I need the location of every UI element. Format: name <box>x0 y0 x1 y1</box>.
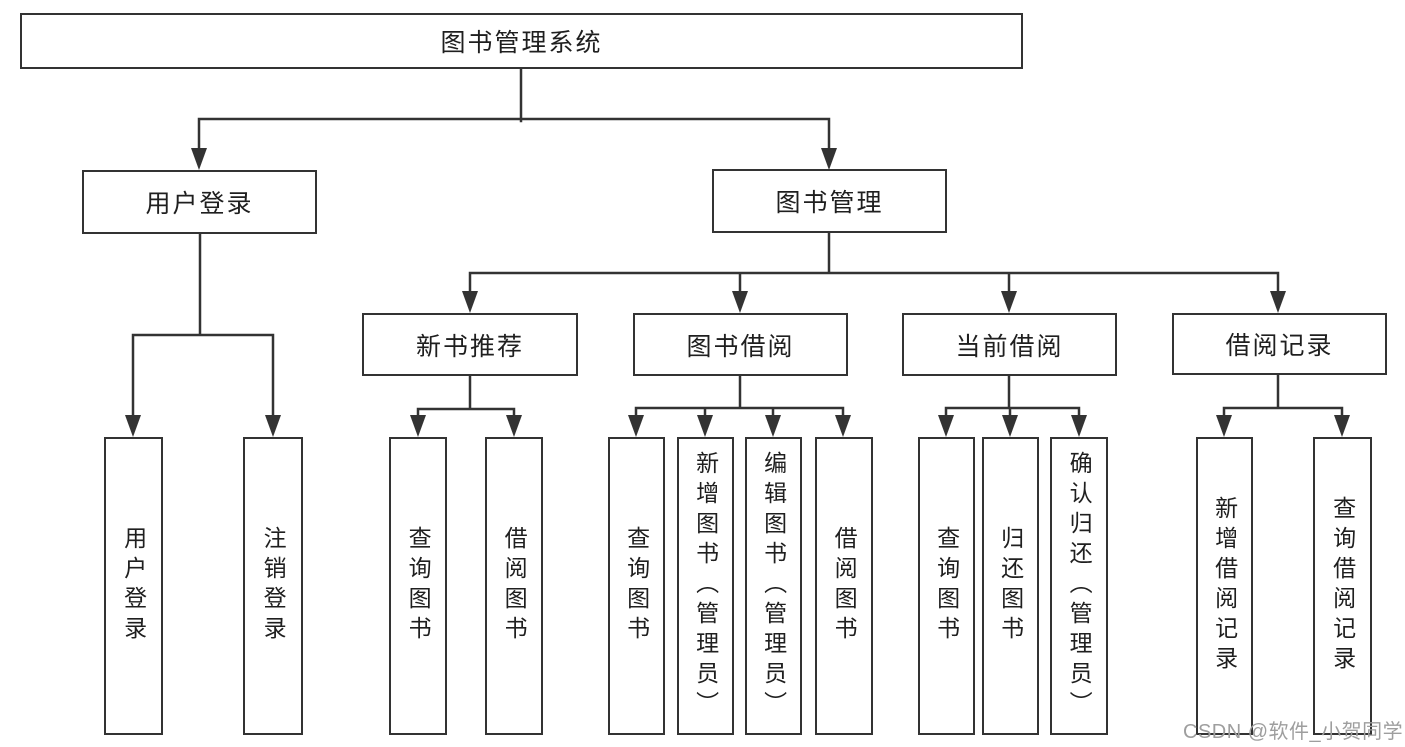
arrowhead-icon <box>410 415 426 437</box>
arrowhead-icon <box>765 415 781 437</box>
node-label: 图书管理 <box>775 189 884 217</box>
node-current-borrow: 当前借阅 <box>902 313 1117 376</box>
arrowheads <box>125 148 1350 437</box>
node-user-login: 用户登录 <box>82 170 317 234</box>
node-label: 新增借阅记录 <box>1211 496 1238 676</box>
node-borrow-records: 借阅记录 <box>1172 313 1387 375</box>
leaf-user-login: 用户登录 <box>104 437 163 735</box>
arrowhead-icon <box>1334 415 1350 437</box>
arrowhead-icon <box>506 415 522 437</box>
node-label: 图书管理系统 <box>440 29 603 57</box>
arrowhead-icon <box>697 415 713 437</box>
arrowhead-icon <box>732 291 748 313</box>
arrowhead-icon <box>1270 291 1286 313</box>
node-label: 用户登录 <box>145 190 254 218</box>
arrowhead-icon <box>1216 415 1232 437</box>
node-label: 查询图书 <box>933 526 960 646</box>
node-label: 借阅图书 <box>831 526 858 646</box>
leaf-query-books-borrow: 查询图书 <box>608 437 665 735</box>
node-label: 归还图书 <box>997 526 1024 646</box>
node-label: 用户登录 <box>120 526 147 646</box>
node-label: 当前借阅 <box>955 332 1064 361</box>
arrowhead-icon <box>938 415 954 437</box>
leaf-query-borrow-record: 查询借阅记录 <box>1313 437 1372 735</box>
node-root-system: 图书管理系统 <box>20 13 1023 69</box>
leaf-return-book: 归还图书 <box>982 437 1039 735</box>
arrowhead-icon <box>125 415 141 437</box>
arrowhead-icon <box>191 148 207 170</box>
leaf-borrow-books: 借阅图书 <box>815 437 873 735</box>
connector-path <box>131 67 1344 421</box>
node-label: 编辑图书（管理员） <box>760 451 787 721</box>
node-label: 查询图书 <box>405 526 432 646</box>
arrowhead-icon <box>1002 415 1018 437</box>
leaf-borrow-books-recommend: 借阅图书 <box>485 437 543 735</box>
node-label: 查询图书 <box>623 526 650 646</box>
leaf-add-book-admin: 新增图书（管理员） <box>677 437 734 735</box>
node-label: 查询借阅记录 <box>1329 496 1356 676</box>
arrowhead-icon <box>835 415 851 437</box>
node-label: 新书推荐 <box>415 332 524 361</box>
leaf-confirm-return-admin: 确认归还（管理员） <box>1050 437 1108 735</box>
node-label: 确认归还（管理员） <box>1066 451 1093 721</box>
node-label: 注销登录 <box>260 526 287 646</box>
leaf-query-books-current: 查询图书 <box>918 437 975 735</box>
csdn-watermark: CSDN @软件_小贺同学 <box>1183 721 1404 743</box>
node-label: 图书借阅 <box>686 332 795 361</box>
node-label: 借阅图书 <box>501 526 528 646</box>
node-label: 借阅记录 <box>1225 332 1334 360</box>
leaf-add-borrow-record: 新增借阅记录 <box>1196 437 1253 735</box>
node-book-management: 图书管理 <box>712 169 947 233</box>
arrowhead-icon <box>462 291 478 313</box>
arrowhead-icon <box>628 415 644 437</box>
node-new-book-recommend: 新书推荐 <box>362 313 578 376</box>
arrowhead-icon <box>821 148 837 170</box>
arrowhead-icon <box>265 415 281 437</box>
leaf-logout: 注销登录 <box>243 437 303 735</box>
arrowhead-icon <box>1001 291 1017 313</box>
leaf-edit-book-admin: 编辑图书（管理员） <box>745 437 802 735</box>
leaf-query-books-recommend: 查询图书 <box>389 437 447 735</box>
arrowhead-icon <box>1071 415 1087 437</box>
node-book-borrow: 图书借阅 <box>633 313 848 376</box>
node-label: 新增图书（管理员） <box>692 451 719 721</box>
